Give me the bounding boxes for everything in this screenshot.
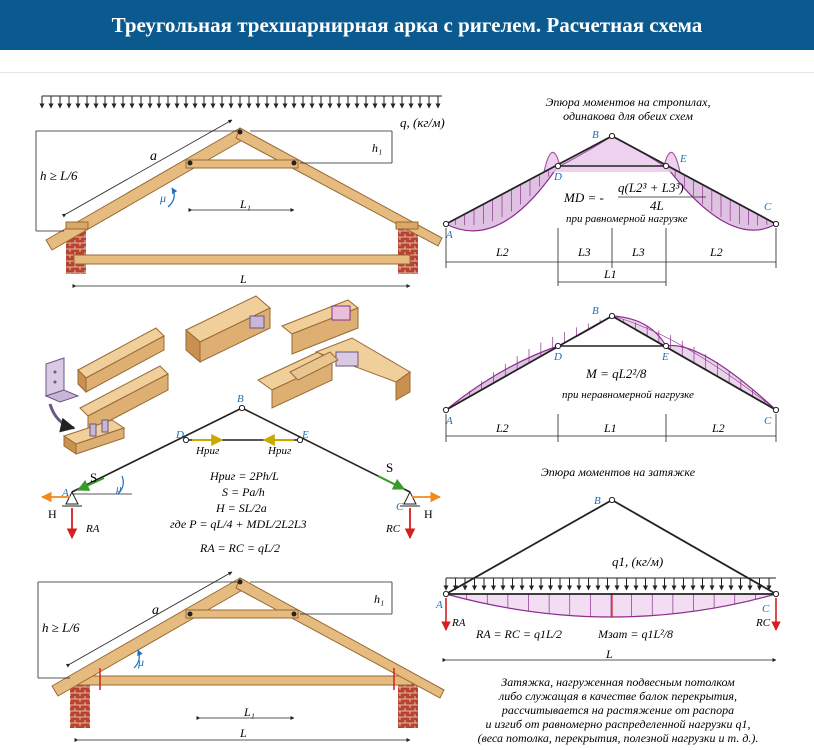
scheme-mu: μ <box>115 483 122 495</box>
h1-label-top: h₁ <box>372 141 382 155</box>
diagram1-dim-0: L2 <box>495 245 509 259</box>
diagram3-moment: Mзат = q1L²/8 <box>597 627 673 641</box>
diagram2-E: E <box>661 351 669 363</box>
note-line-3: и изгиб от равномерно распределенной наг… <box>485 717 750 731</box>
L1-label-bottom: L₁ <box>243 705 255 719</box>
scheme-H-right: H <box>424 507 433 521</box>
diagram1-title-line2: одинакова для обеих схем <box>563 109 693 123</box>
scheme-RC: RC <box>385 523 401 535</box>
tie-beam-bottom <box>75 675 413 686</box>
rafter-right-bottom <box>235 577 445 699</box>
load-arrows-tie <box>443 577 776 591</box>
mu-label-top: μ <box>159 191 166 205</box>
h-label-bottom: h ≥ L/6 <box>42 620 80 635</box>
scheme-formula-3: где P = qL/4 + MDL/2L2L3 <box>170 517 307 531</box>
h1-label-bottom: h₁ <box>374 592 384 606</box>
a-label-bottom: a <box>152 603 159 618</box>
scheme-formula-2: H = SL/2a <box>215 501 267 515</box>
tie-beam <box>73 254 411 265</box>
scheme-B: B <box>237 393 244 405</box>
collar-beam-bottom <box>185 609 299 619</box>
moment-diagram-1: Эпюра моментов на стропилах, одинакова д… <box>442 95 780 286</box>
static-scheme: B D E A C S S μ H H Hриг Hриг RA RC Hриг… <box>40 393 442 555</box>
moment-diagram-2: B D E A C M = qL2²/8 при неравномерной н… <box>442 305 780 442</box>
note-line-1: либо служащая в качестве балок перекрыти… <box>498 689 737 703</box>
diagram3-RA: RA <box>451 617 466 629</box>
L1-label-top: L₁ <box>239 197 251 211</box>
roof-bottom-drawing: h ≥ L/6 a h₁ μ L₁ L <box>37 571 445 742</box>
scheme-reactions: RA = RC = qL/2 <box>199 541 280 555</box>
h-label-top: h ≥ L/6 <box>40 168 78 183</box>
scheme-Hrig-left: Hриг <box>195 445 220 457</box>
moment-diagram-3: Эпюра моментов на затяжке B A C q1, (кг/… <box>435 465 781 662</box>
diagram1-dim-3: L2 <box>709 245 723 259</box>
diagram1-L1: L1 <box>603 267 617 281</box>
diagram1-formula-lhs: MD = - <box>563 190 604 205</box>
diagram1-condition: при равномерной нагрузке <box>566 213 688 225</box>
L-label-bottom: L <box>239 726 247 740</box>
scheme-formula-0: Hриг = 2Ph/L <box>209 469 279 483</box>
page-header: Треугольная трехшарнирная арка с ригелем… <box>0 0 814 50</box>
load-label: q, (кг/м) <box>400 115 445 130</box>
note-line-4: (веса потолка, перекрытия, полезной нагр… <box>478 731 759 745</box>
wall-plate-right <box>395 221 419 230</box>
diagram2-formula: M = qL2²/8 <box>585 366 647 381</box>
header-divider <box>0 72 814 73</box>
diagram1-dim-2: L3 <box>631 245 645 259</box>
rafter-right <box>235 127 443 247</box>
diagram2-D: D <box>553 351 562 363</box>
diagram2-B: B <box>592 305 599 317</box>
rafter-left <box>45 127 247 251</box>
diagram1-formula-num: q(L2³ + L3³) <box>618 180 684 195</box>
wall-plate-left <box>65 221 89 230</box>
diagram1-dim-1: L3 <box>577 245 591 259</box>
diagram3-B: B <box>594 495 601 507</box>
diagram2-dim-1: L1 <box>603 421 617 435</box>
diagram1-C: C <box>764 201 772 213</box>
diagram3-RC: RC <box>755 617 771 629</box>
page-title: Треугольная трехшарнирная арка с ригелем… <box>111 12 703 37</box>
diagram1-E: E <box>679 153 687 165</box>
scheme-C: C <box>396 501 404 513</box>
joint-details-illustration <box>44 295 411 455</box>
diagram1-A: A <box>445 229 453 241</box>
scheme-S-left: S <box>90 470 97 485</box>
brick-pier-left-bottom <box>70 684 90 728</box>
explanatory-note: Затяжка, нагруженная подвесным потолком … <box>478 675 759 745</box>
roof-top-drawing: q, (кг/м) h ≥ L/6 a <box>35 95 445 288</box>
scheme-Hrig-right: Hриг <box>267 445 292 457</box>
diagram2-A: A <box>445 415 453 427</box>
diagram2-C: C <box>764 415 772 427</box>
a-label-top: a <box>150 149 157 164</box>
diagram3-load: q1, (кг/м) <box>612 554 663 569</box>
diagram3-title: Эпюра моментов на затяжке <box>541 465 696 479</box>
diagram2-dim-2: L2 <box>711 421 725 435</box>
scheme-E: E <box>301 429 309 441</box>
L-label-top: L <box>239 272 247 286</box>
note-line-0: Затяжка, нагруженная подвесным потолком <box>501 675 735 689</box>
brick-pier-right-bottom <box>398 684 418 728</box>
scheme-D: D <box>175 429 184 441</box>
scheme-S-right: S <box>386 460 393 475</box>
load-arrows-top <box>39 95 442 109</box>
diagram3-C: C <box>762 603 770 615</box>
diagram3-reactions: RA = RC = q1L/2 <box>475 627 562 641</box>
steel-bracket <box>44 357 80 403</box>
scheme-formula-1: S = Pa/h <box>222 485 265 499</box>
scheme-RA: RA <box>85 523 100 535</box>
diagram3-A: A <box>435 599 443 611</box>
note-line-2: рассчитывается на растяжение от распора <box>501 703 734 717</box>
diagram2-condition: при неравномерной нагрузке <box>562 389 694 401</box>
diagram1-formula-den: 4L <box>650 198 664 213</box>
scheme-A: A <box>61 487 69 499</box>
mu-label-bottom: μ <box>137 655 144 669</box>
diagram2-dim-0: L2 <box>495 421 509 435</box>
diagram1-title-line1: Эпюра моментов на стропилах, <box>546 95 711 109</box>
collar-beam <box>185 159 299 169</box>
diagram3-L: L <box>605 647 613 661</box>
diagram1-D: D <box>553 171 562 183</box>
diagram1-B: B <box>592 129 599 141</box>
scheme-H-left: H <box>48 507 57 521</box>
